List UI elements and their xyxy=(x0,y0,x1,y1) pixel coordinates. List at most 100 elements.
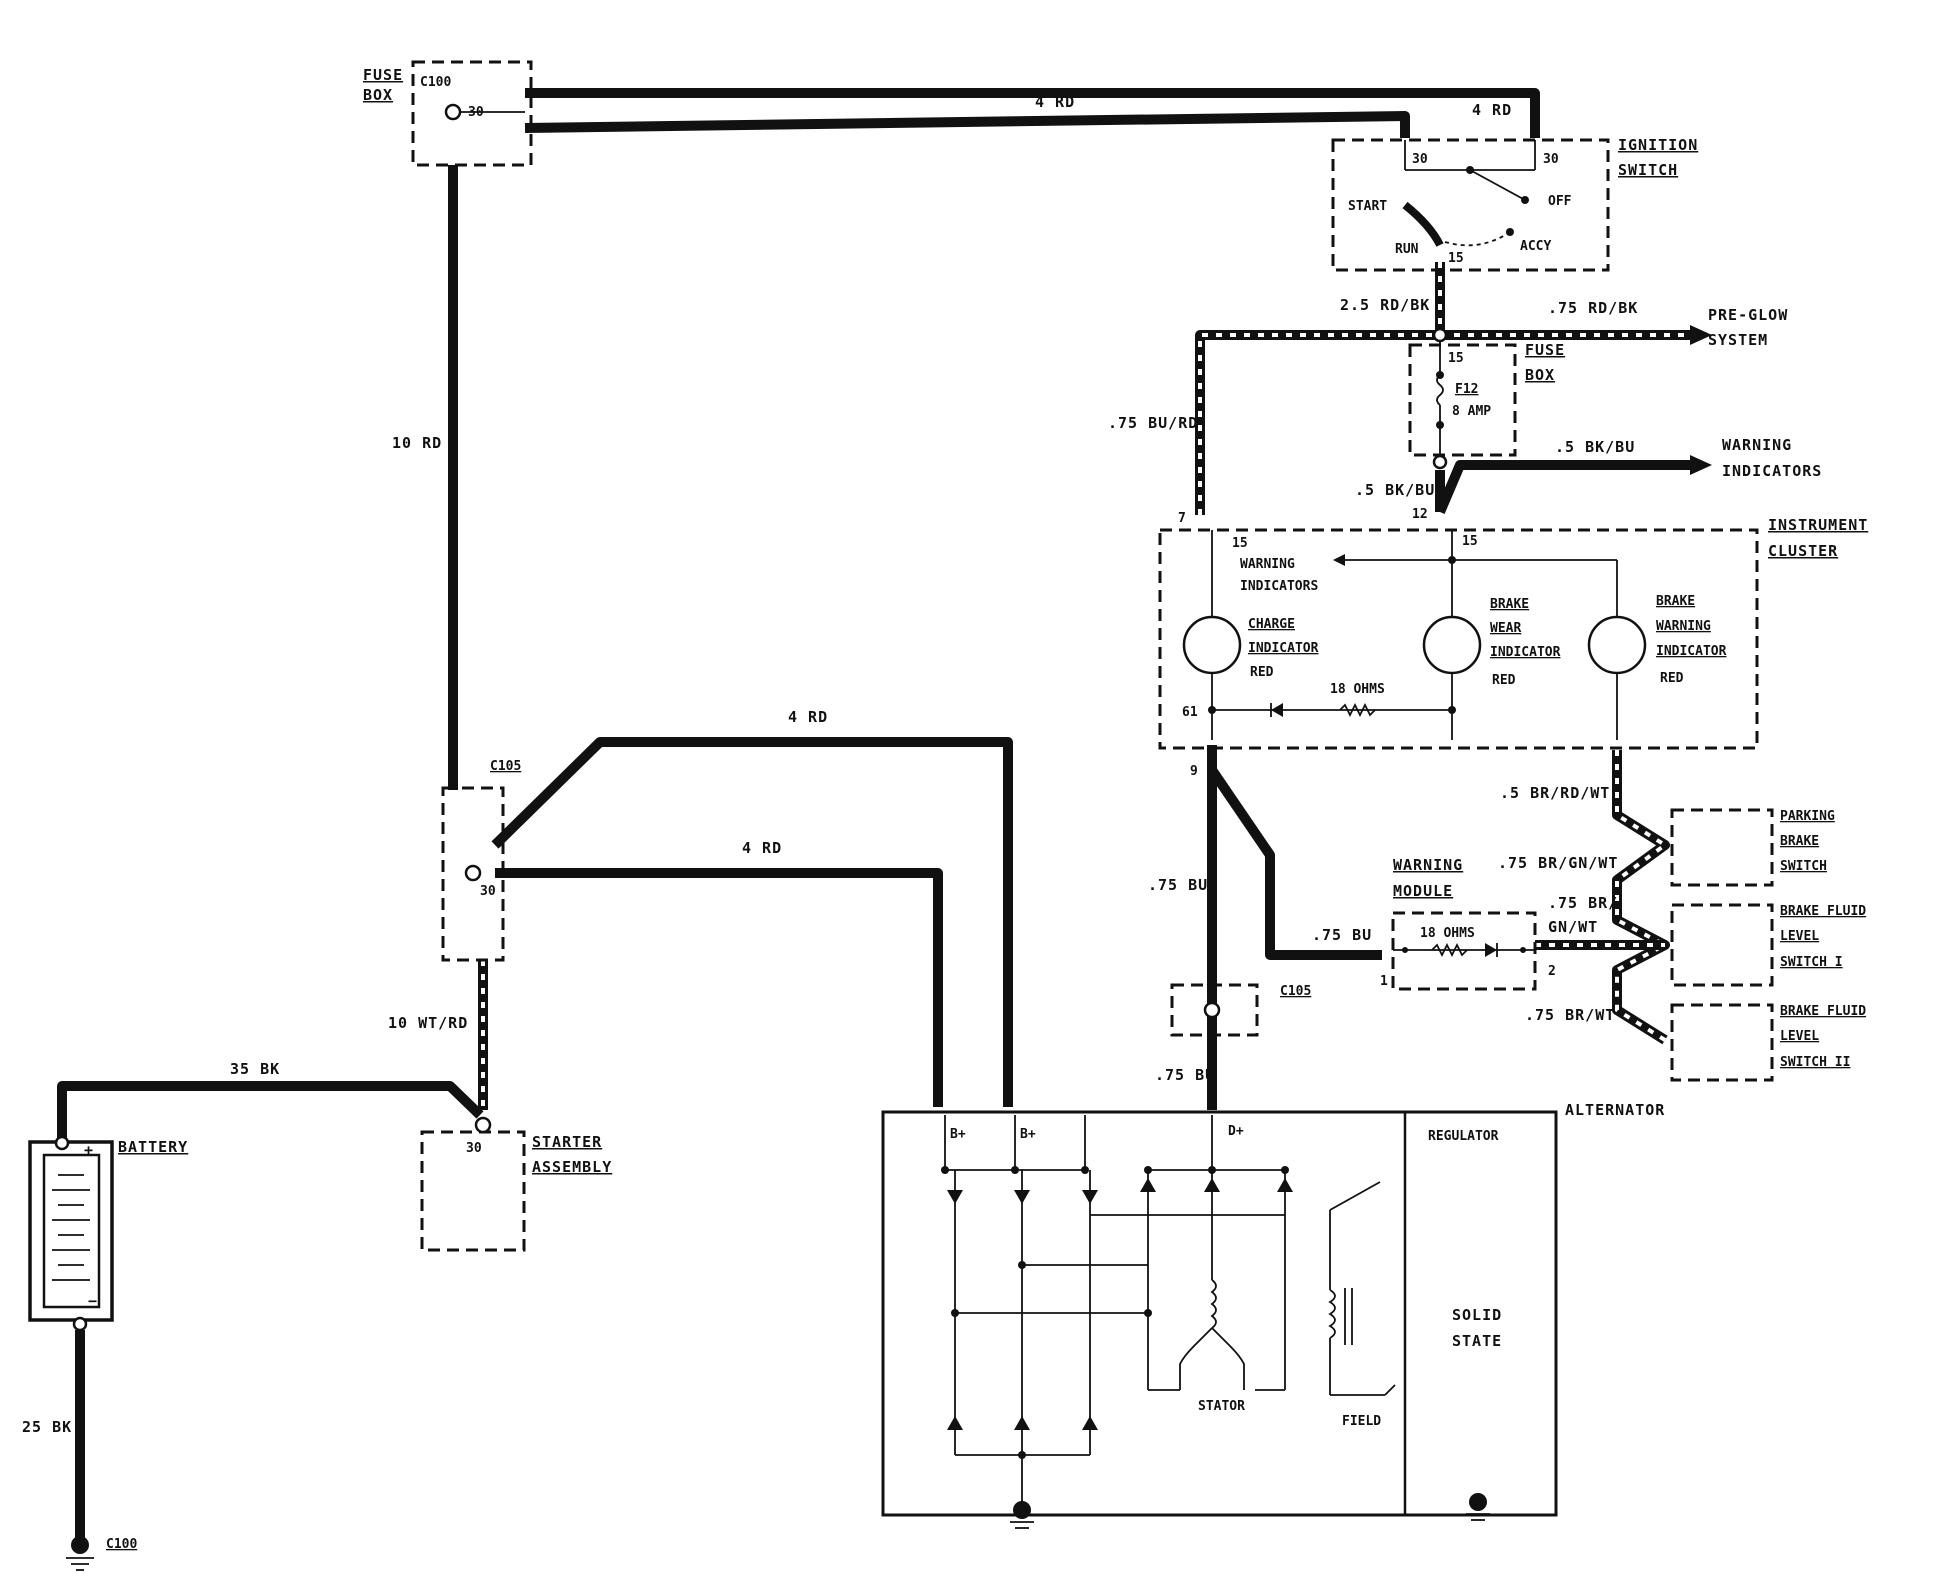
module-pin-1: 1 xyxy=(1380,974,1388,989)
bwear-label-2: WEAR xyxy=(1490,621,1521,636)
fluid-switch-2-outline xyxy=(1670,1003,1774,1082)
starter-title-1: STARTER xyxy=(532,1133,602,1151)
wire-bkbu-out xyxy=(1435,460,1690,514)
wire-label-ground: 25 BK xyxy=(22,1418,72,1436)
pre-glow-line2: SYSTEM xyxy=(1708,331,1768,349)
cluster-resistor-label: 18 OHMS xyxy=(1330,682,1385,697)
ground-icon xyxy=(71,1536,89,1554)
starter-pin: 30 xyxy=(466,1141,482,1156)
ignition-title-2: SWITCH xyxy=(1618,161,1678,179)
fuse-box-f12: 15 F12 8 AMP FUSE BOX xyxy=(1408,327,1565,470)
ignition-off: OFF xyxy=(1548,194,1572,209)
fuse-icon xyxy=(1436,374,1444,406)
instrument-cluster: INSTRUMENT CLUSTER 7 12 15 15 WARNING IN… xyxy=(1158,507,1868,779)
wire-label-battery: 35 BK xyxy=(230,1060,280,1078)
c105-bottom-label: C105 xyxy=(1280,984,1311,999)
wire-label-br-gn-wt2a: .75 BR/ xyxy=(1548,894,1618,912)
cluster-resistor xyxy=(1339,702,1376,718)
wire-35bk xyxy=(57,1081,484,1140)
battery-plus: + xyxy=(84,1141,94,1159)
c105-bottom-outline xyxy=(1170,983,1259,1037)
f12-label: F12 xyxy=(1455,382,1478,397)
module-resistor-label: 18 OHMS xyxy=(1420,926,1475,941)
cluster-title-1: INSTRUMENT xyxy=(1768,516,1868,534)
cluster-warn-1: WARNING xyxy=(1240,557,1295,572)
wire-label-alt1: 4 RD xyxy=(788,708,828,726)
wire-alt-upper xyxy=(491,737,1013,1107)
ignition-switch: 30 30 START OFF RUN ACCY 15 IGNITION SWI… xyxy=(1331,136,1698,272)
brake-wear-lamp xyxy=(1422,615,1482,675)
fluid-2-line1: BRAKE FLUID xyxy=(1780,1004,1866,1019)
ground-label: C100 xyxy=(106,1537,137,1552)
c105-outline xyxy=(441,786,505,962)
ground-c100: C100 xyxy=(66,1536,137,1571)
ignition-pin-30a: 30 xyxy=(1412,152,1428,167)
solid-state-2: STATE xyxy=(1452,1332,1502,1350)
wire-label-bu-rd: .75 BU/RD xyxy=(1108,414,1198,432)
warning-indicators-line1: WARNING xyxy=(1722,436,1792,454)
fuse-box-outline xyxy=(411,60,533,167)
module-pin-2: 2 xyxy=(1548,964,1556,979)
f12-rating: 8 AMP xyxy=(1452,404,1491,419)
fluid-2-line3: SWITCH II xyxy=(1780,1055,1850,1070)
wire-label-br-wt: .75 BR/WT xyxy=(1525,1006,1615,1024)
f12-title-1: FUSE xyxy=(1525,341,1565,359)
alternator: ALTERNATOR REGULATOR SOLID STATE B+ B+ D… xyxy=(881,1101,1665,1529)
wire-top-inner xyxy=(524,111,1410,138)
charge-indicator-lamp xyxy=(1182,615,1242,675)
f12-top-terminal xyxy=(1432,327,1448,343)
ignition-pin-15: 15 xyxy=(1448,251,1464,266)
wire-label-br-gn-wt: .75 BR/GN/WT xyxy=(1498,854,1618,872)
brake-fluid-switch-2: BRAKE FLUID LEVEL SWITCH II xyxy=(1670,1003,1866,1082)
ignition-run: RUN xyxy=(1395,242,1419,257)
arrow-pre-glow xyxy=(1690,325,1712,345)
fuse-box-title-1: FUSE xyxy=(363,66,403,84)
warning-indicators-line2: INDICATORS xyxy=(1722,462,1822,480)
wire-label-bkbu-in: .5 BK/BU xyxy=(1355,481,1435,499)
c105-top-connector: C105 30 xyxy=(441,759,521,962)
c100-label: C100 xyxy=(420,75,451,90)
fluid-1-line1: BRAKE FLUID xyxy=(1780,904,1866,919)
alternator-title: ALTERNATOR xyxy=(1565,1101,1665,1119)
fluid-switch-1-outline xyxy=(1670,903,1774,987)
battery-outline xyxy=(28,1140,114,1322)
charge-color: RED xyxy=(1250,665,1274,680)
wire-label-ign-out: 2.5 RD/BK xyxy=(1340,296,1430,314)
cluster-pin-9: 9 xyxy=(1190,764,1198,779)
fluid-1-line3: SWITCH I xyxy=(1780,955,1843,970)
cluster-outline xyxy=(1158,528,1759,750)
charge-label-2: INDICATOR xyxy=(1248,641,1319,656)
battery-cells xyxy=(42,1153,101,1309)
battery-minus: − xyxy=(88,1292,98,1310)
cluster-pin-15b: 15 xyxy=(1462,534,1478,549)
fuse-box-c100: FUSE BOX C100 30 xyxy=(363,60,533,167)
charge-label-1: CHARGE xyxy=(1248,617,1295,632)
wire-label-top2: 4 RD xyxy=(1472,101,1512,119)
cluster-pin-12: 12 xyxy=(1412,507,1428,522)
bwarn-label-3: INDICATOR xyxy=(1656,644,1727,659)
wire-top-outer xyxy=(525,88,1540,138)
cluster-title-2: CLUSTER xyxy=(1768,542,1838,560)
wire-label-bu3: .75 BU xyxy=(1155,1066,1215,1084)
parking-brake-switch: PARKING BRAKE SWITCH xyxy=(1670,808,1835,887)
fluid-2-line2: LEVEL xyxy=(1780,1029,1819,1044)
bwarn-label-2: WARNING xyxy=(1656,619,1711,634)
warning-module: 18 OHMS WARNING MODULE 1 2 xyxy=(1380,856,1556,991)
bwarn-color: RED xyxy=(1660,671,1684,686)
parking-brake-3: SWITCH xyxy=(1780,859,1827,874)
bwear-label-1: BRAKE xyxy=(1490,597,1529,612)
ignition-accy: ACCY xyxy=(1520,239,1551,254)
wire-label-bkbu-out: .5 BK/BU xyxy=(1555,438,1635,456)
module-diode xyxy=(1485,943,1497,957)
wire-brake-zigzag xyxy=(1612,750,1670,1045)
field-label: FIELD xyxy=(1342,1414,1381,1429)
f12-outline xyxy=(1408,343,1517,457)
cluster-warn-2: INDICATORS xyxy=(1240,579,1318,594)
solid-state-1: SOLID xyxy=(1452,1306,1502,1324)
alternator-outline xyxy=(881,1110,1558,1517)
ignition-title-1: IGNITION xyxy=(1618,136,1698,154)
alternator-ground xyxy=(1010,1493,1490,1529)
module-title-1: WARNING xyxy=(1393,856,1463,874)
rectifier-diodes xyxy=(941,1166,1293,1459)
starter-assembly: 30 STARTER ASSEMBLY xyxy=(420,1116,611,1252)
